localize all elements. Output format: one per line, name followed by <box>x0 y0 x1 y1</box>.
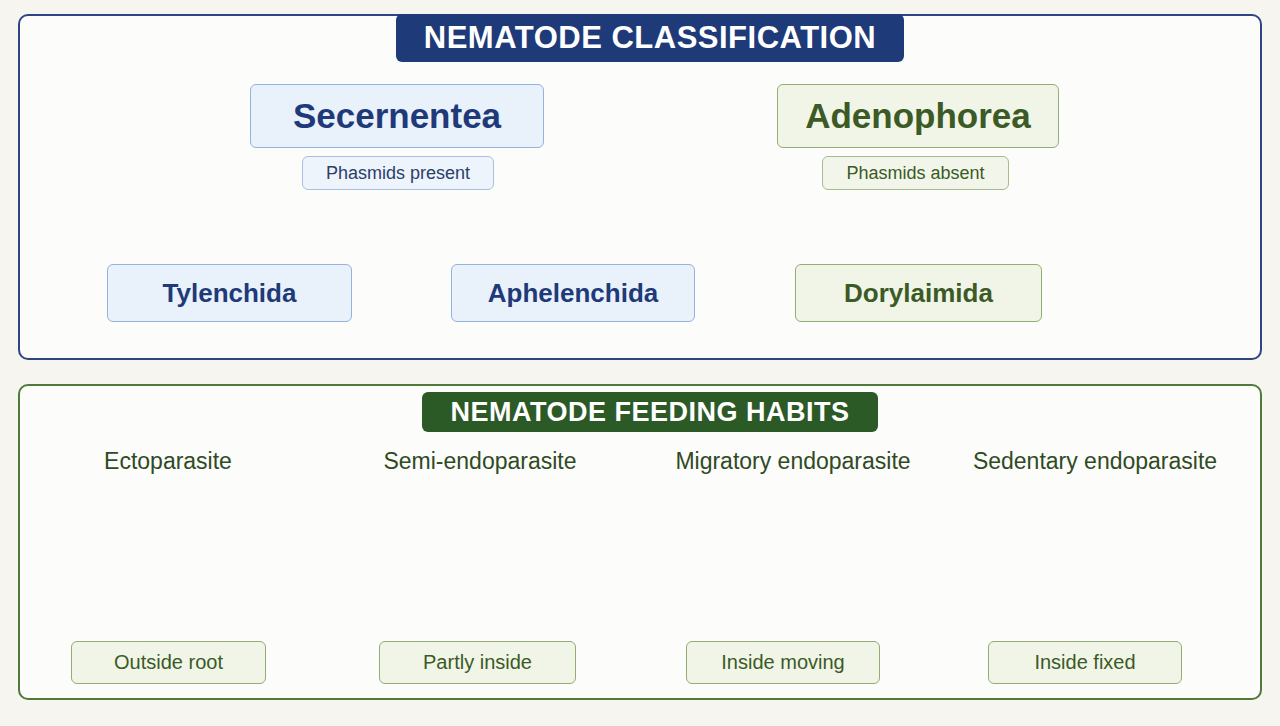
group-panel: SecernenteaPhasmids presentTylenchida Aph… <box>18 14 1262 360</box>
box-label: Partly inside <box>423 651 532 674</box>
box-label: Dorylaimida <box>844 278 993 309</box>
box-label: Inside moving <box>721 651 844 674</box>
box-label: Secernentea <box>293 96 501 136</box>
category-box: Adenophorea <box>777 84 1059 148</box>
category-box: Aphelenchida <box>451 264 695 322</box>
box-label: Phasmids absent <box>846 163 984 184</box>
category-box: Inside moving <box>686 641 880 684</box>
column-heading: Sedentary endoparasite <box>973 448 1217 475</box>
group-panel: Outside root Partly inside Inside moving In… <box>18 384 1262 700</box>
category-box: Phasmids present <box>302 156 494 190</box>
box-label: Adenophorea <box>805 96 1031 136</box>
category-box: Outside root <box>71 641 266 684</box>
box-label: Outside root <box>114 651 223 674</box>
category-box: Tylenchida <box>107 264 352 322</box>
panel-title: NEMATODE FEEDING HABITS <box>422 392 877 432</box>
category-box: Secernentea <box>250 84 544 148</box>
box-label: Inside fixed <box>1034 651 1135 674</box>
category-box: Phasmids absent <box>822 156 1009 190</box>
column-heading: Semi-endoparasite <box>383 448 576 475</box>
box-label: Tylenchida <box>163 278 297 309</box>
panel-title: NEMATODE CLASSIFICATION <box>396 14 904 62</box>
box-label: Phasmids present <box>326 163 470 184</box>
category-box: Partly inside <box>379 641 576 684</box>
category-box: Inside fixed <box>988 641 1182 684</box>
box-label: Aphelenchida <box>488 278 658 309</box>
column-heading: Migratory endoparasite <box>675 448 910 475</box>
column-heading: Ectoparasite <box>104 448 232 475</box>
category-box: Dorylaimida <box>795 264 1042 322</box>
